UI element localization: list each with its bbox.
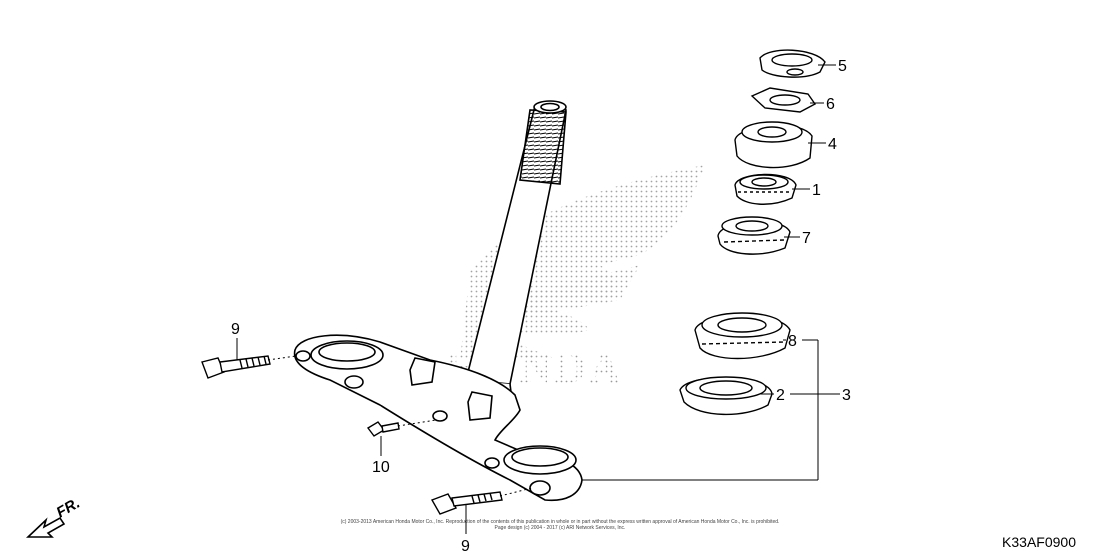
- leader-lines: [236, 64, 840, 534]
- part-2-dust-seal: [679, 376, 773, 416]
- callout-10: 10: [372, 459, 390, 476]
- front-arrow-icon: [25, 516, 66, 538]
- part-1-bearing: [734, 173, 797, 205]
- callout-6: 6: [826, 96, 835, 113]
- part-6-lock-washer: [750, 87, 817, 113]
- bottom-bridge: [293, 334, 583, 502]
- copyright-line-2: Page design (c) 2004 - 2017 (c) ARI Netw…: [494, 525, 626, 531]
- part-8-bearing: [694, 312, 791, 360]
- copyright-line-1: (c) 2003-2013 American Honda Motor Co., …: [340, 519, 780, 525]
- callout-4: 4: [828, 136, 837, 153]
- bolt-9-upper: [201, 355, 271, 379]
- part-5-lock-nut: [759, 49, 826, 78]
- callout-9-lower: 9: [461, 538, 470, 555]
- callout-3: 3: [842, 387, 851, 404]
- callout-7: 7: [802, 230, 811, 247]
- callout-9-upper: 9: [231, 321, 240, 338]
- part-7-bearing: [717, 216, 791, 255]
- copyright-notice: (c) 2003-2013 American Honda Motor Co., …: [300, 519, 820, 531]
- bolt-9-lower: [430, 491, 503, 515]
- callout-5: 5: [838, 58, 847, 75]
- callout-8: 8: [788, 333, 797, 350]
- diagram-code: K33AF0900: [1002, 534, 1076, 550]
- front-label: FR.: [54, 495, 83, 522]
- callout-2: 2: [776, 387, 785, 404]
- part-4-adjusting-nut: [734, 121, 813, 169]
- callout-1: 1: [812, 182, 821, 199]
- bolt-10: [366, 421, 400, 437]
